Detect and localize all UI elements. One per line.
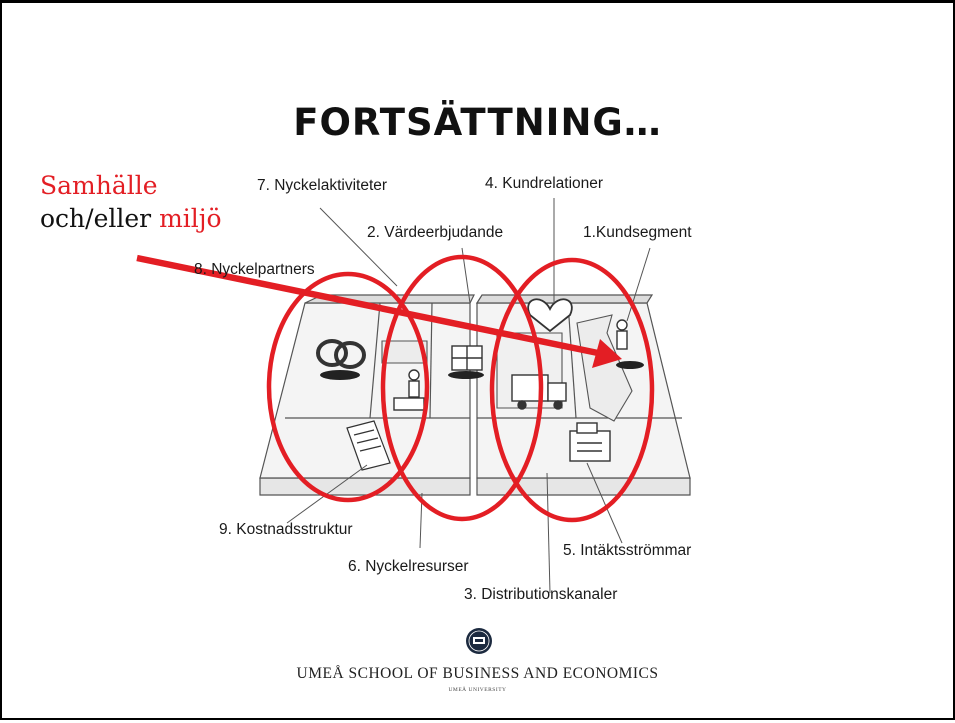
rings-icon <box>316 339 366 369</box>
gift-icon <box>451 345 483 371</box>
channel-arrow <box>576 314 633 422</box>
label-vardeerbjudande: 2. Värdeerbjudande <box>367 224 504 241</box>
label-kostnadsstruktur: 9. Kostnadsstruktur <box>219 521 353 538</box>
customer-icon <box>616 319 628 350</box>
ellipse-partners-cost <box>266 271 430 503</box>
university-seal-icon <box>466 628 492 654</box>
business-model-canvas-illustration <box>136 198 691 654</box>
label-kundsegment: 1.Kundsegment <box>583 224 692 241</box>
worker-icon <box>393 369 425 411</box>
label-intaktsstrommar: 5. Intäktsströmmar <box>563 542 692 559</box>
cash-register-icon <box>569 422 611 462</box>
documents-icon <box>346 420 391 471</box>
arrow-head <box>592 339 622 368</box>
label-nyckelresurser: 6. Nyckelresurser <box>348 558 469 575</box>
annotation-och-eller: och/eller <box>40 204 152 233</box>
annotation-samhalle: Samhälle <box>40 171 158 200</box>
label-nyckelaktiviteter: 7. Nyckelaktiviteter <box>257 177 388 194</box>
annotation-miljo: miljö <box>159 204 222 233</box>
ellipse-value-resources <box>380 254 544 522</box>
highlight-ellipses <box>266 254 655 523</box>
footer-school-name: UMEÅ SCHOOL OF BUSINESS AND ECONOMICS <box>296 665 659 682</box>
arrow-line <box>136 254 599 357</box>
ellipse-customers-revenue <box>489 257 655 523</box>
label-nyckelpartners: 8. Nyckelpartners <box>194 261 315 278</box>
annotation-text: Samhälle och/eller miljö <box>40 169 222 235</box>
footer-university-name: UMEÅ UNIVERSITY <box>448 687 507 693</box>
slide-title: FORTSÄTTNING… <box>293 101 662 144</box>
label-kundrelationer: 4. Kundrelationer <box>485 175 604 192</box>
heart-icon <box>527 298 573 333</box>
label-distributionskanaler: 3. Distributionskanaler <box>464 586 618 603</box>
